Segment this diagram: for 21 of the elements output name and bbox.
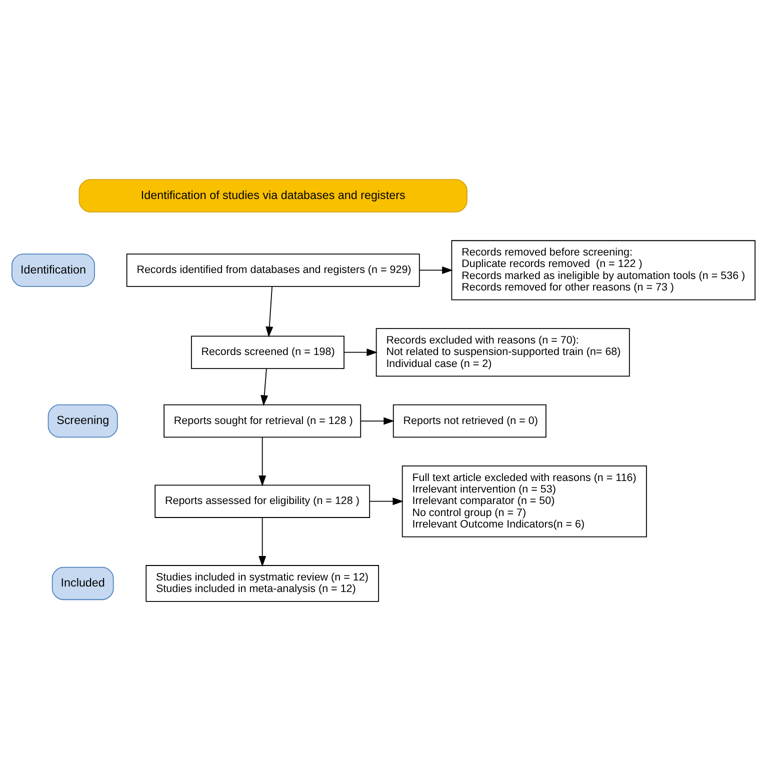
node-box: Reports assessed for eligibility (n = 128 ) (154, 484, 370, 518)
arrow (369, 498, 404, 506)
arrow (419, 266, 453, 274)
arrow (266, 286, 274, 338)
node-box: Full text article excleded with reasons (n = 116) Irrelevant intervention (n = 53) Irrelevant comparator (n = 50) No control group (n = 7) Irrelevant Outcome Indicators(n = 6) (402, 465, 647, 538)
node-box: Reports sought for retrieval (n = 128 ) (164, 404, 362, 438)
node-box: Records identified from databases and registers (n = 929) (126, 254, 420, 287)
arrow (360, 417, 394, 425)
node-box: Included (52, 566, 114, 600)
node-box: Records excluded with reasons (n = 70): Not related to suspension-supported train (n= 68) Individual case (n = 2) (376, 328, 630, 377)
arrow (344, 348, 378, 356)
node-box: Identification of studies via databases and registers (78, 179, 468, 212)
node-box: Screening (48, 404, 118, 438)
node-box: Records removed before screening: Duplicate records removed (n = 122 ) Records marked as ineligible by automation tools (n = 536 ) Records removed for other reasons (n = 73 ) (451, 240, 756, 300)
arrow (260, 368, 268, 406)
node-box: Records screened (n = 198) (190, 336, 344, 369)
arrow (258, 436, 266, 486)
arrow (258, 517, 266, 567)
node-box: Studies included in systmatic review (n = 12) Studies included in meta-analysis (n = 12) (146, 565, 380, 602)
node-box: Reports not retrieved (n = 0) (392, 404, 546, 438)
node-box: Identification (12, 254, 95, 287)
